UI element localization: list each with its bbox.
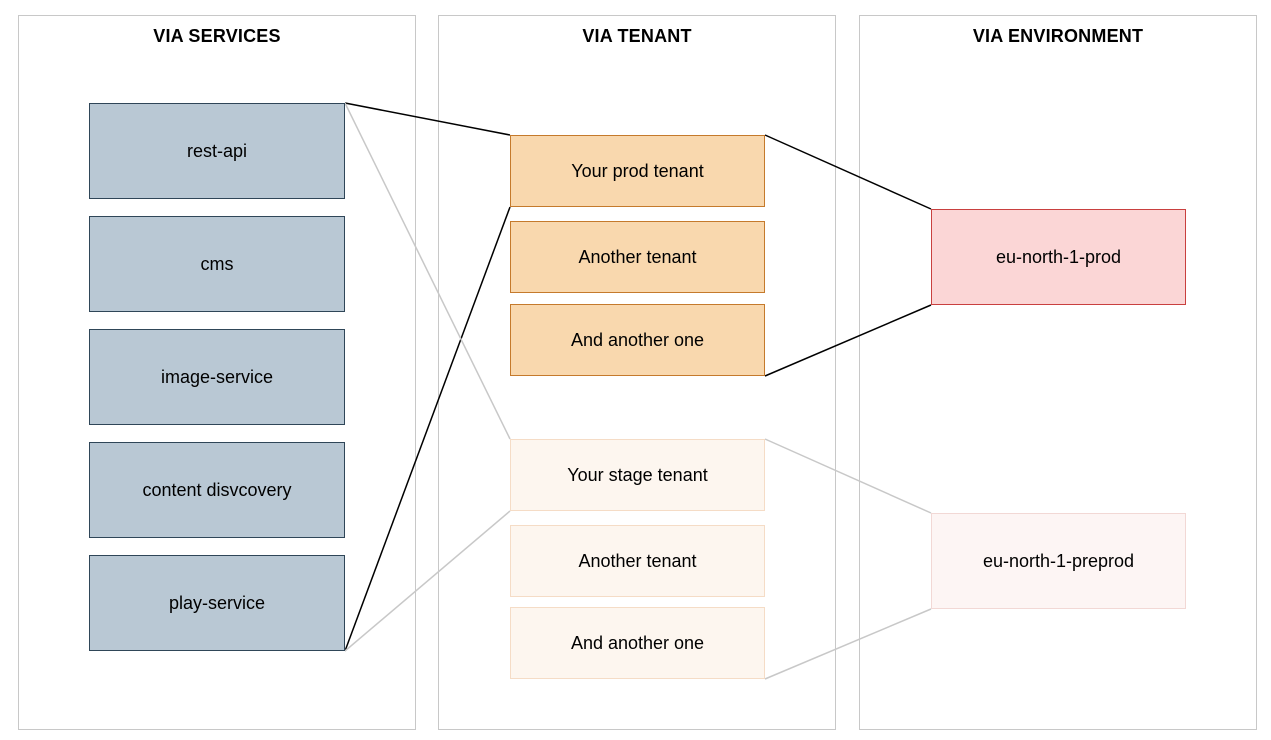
stage-tenant-another-one: And another one [510, 607, 765, 679]
tenant-column-title: VIA TENANT [582, 26, 692, 46]
services-column-title: VIA SERVICES [153, 26, 281, 46]
prod-tenant-another: Another tenant [510, 221, 765, 293]
service-cms: cms [89, 216, 345, 312]
service-image-service: image-service [89, 329, 345, 425]
prod-tenant-another-one: And another one [510, 304, 765, 376]
environment-column-title: VIA ENVIRONMENT [972, 26, 1144, 46]
environment-column: VIA ENVIRONMENT [859, 15, 1257, 730]
stage-tenant-main: Your stage tenant [510, 439, 765, 511]
service-play-service: play-service [89, 555, 345, 651]
service-rest-api: rest-api [89, 103, 345, 199]
environment-preprod: eu-north-1-preprod [931, 513, 1186, 609]
stage-tenant-another: Another tenant [510, 525, 765, 597]
environment-prod: eu-north-1-prod [931, 209, 1186, 305]
service-content-discovery: content disvcovery [89, 442, 345, 538]
prod-tenant-main: Your prod tenant [510, 135, 765, 207]
